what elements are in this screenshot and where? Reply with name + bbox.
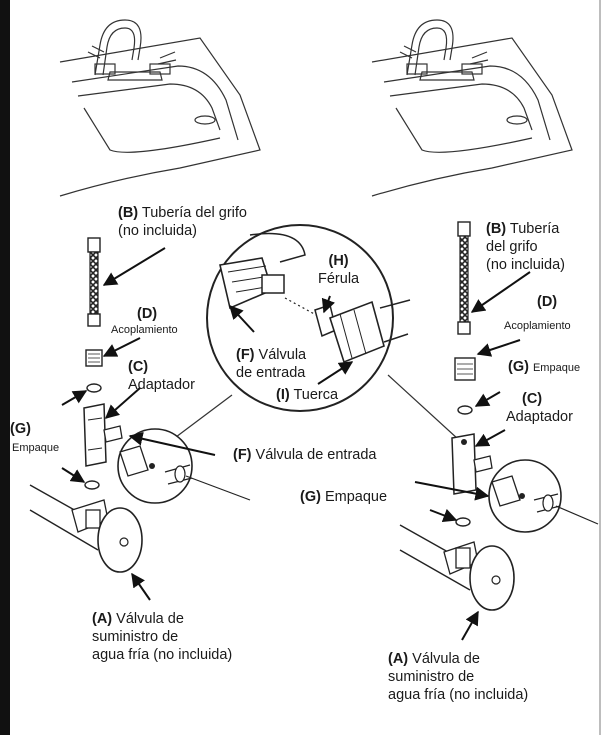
label-right-adapter: (C) Adaptador	[506, 391, 573, 425]
arrow-left-f	[128, 431, 216, 456]
label-center-ferrule: (H) Férula	[318, 253, 360, 287]
arrow-left-a	[131, 572, 151, 601]
arrow-right-f	[414, 481, 490, 501]
label-left-gasket-key: (G)	[10, 421, 31, 437]
label-right-gasket-lower: (G) Empaque	[300, 489, 388, 505]
right-faucet-supply-line	[457, 221, 471, 335]
arrow-right-d	[476, 339, 521, 357]
label-left-inlet-valve: (F) Válvula de entrada	[233, 447, 377, 463]
arrow-center-i	[317, 361, 354, 385]
right-supply-valve	[399, 524, 515, 611]
arrow-center-f	[229, 304, 255, 333]
label-right-faucet-line: (B) Tubería del grifo (no incluida)	[486, 221, 565, 273]
label-right-supply-valve: (A) Válvula de suministro de agua fría (…	[388, 651, 529, 703]
right-sink-illustration	[371, 19, 573, 197]
callout-arrows	[61, 247, 531, 641]
left-gasket-lower	[84, 480, 100, 490]
label-left-adapter: (C) Adaptador	[128, 359, 195, 393]
label-left-coupling-key: (D)	[137, 306, 158, 322]
label-right-coupling-key: (D)	[537, 294, 558, 310]
left-faucet-supply-line	[87, 237, 101, 327]
arrow-right-a	[461, 610, 479, 641]
left-sink-illustration	[59, 19, 261, 197]
left-coupling	[85, 349, 103, 367]
right-frame-border	[599, 0, 601, 735]
arrow-center-h	[321, 295, 335, 314]
arrow-left-g-lower	[61, 467, 86, 483]
label-left-gasket: Empaque	[12, 442, 60, 454]
arrow-right-b	[470, 271, 531, 313]
right-gasket-upper	[457, 405, 473, 415]
left-gasket-upper	[86, 383, 102, 393]
label-right-coupling: Acoplamiento	[504, 320, 571, 332]
arrow-left-g-upper	[61, 390, 88, 406]
right-coupling	[454, 357, 476, 381]
arrow-left-b	[102, 247, 166, 286]
left-frame-border	[0, 0, 10, 735]
arrow-left-c	[104, 387, 141, 419]
left-adapter	[83, 403, 123, 467]
left-supply-valve	[29, 484, 143, 573]
right-adapter	[451, 433, 493, 495]
label-right-gasket-upper: (G) Empaque	[508, 359, 581, 375]
label-center-nut: (I) Tuerca	[276, 387, 339, 403]
arrow-left-d	[102, 337, 141, 357]
label-left-faucet-line: (B) Tubería del grifo (no incluida)	[118, 205, 247, 239]
arrow-right-c	[474, 429, 506, 447]
center-detail-circle	[206, 224, 411, 412]
left-small-detail-circle	[117, 428, 193, 504]
arrow-right-g-upper	[474, 391, 501, 407]
label-left-supply-valve: (A) Válvula de suministro de agua fría (…	[92, 611, 233, 663]
right-gasket-lower	[455, 517, 471, 527]
label-left-coupling: Acoplamiento	[111, 324, 178, 336]
arrow-right-g-lower	[429, 508, 458, 523]
right-small-detail-circle	[488, 459, 562, 533]
label-center-inlet-valve: (F) Válvula de entrada	[236, 347, 307, 381]
